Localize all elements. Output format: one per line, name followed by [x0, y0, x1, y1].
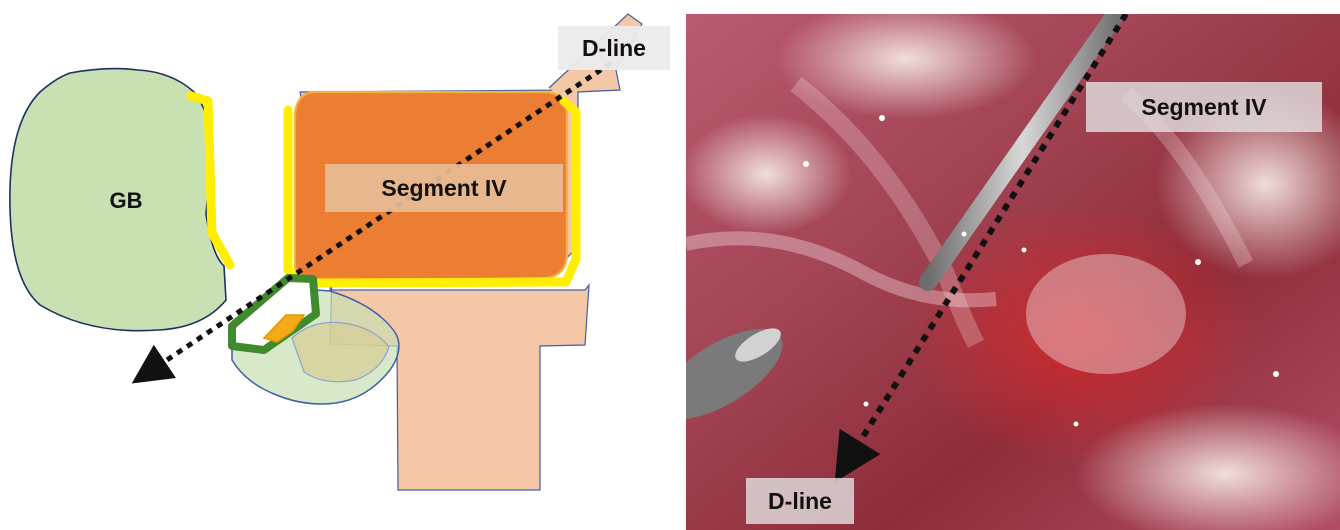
specular-5: [1195, 259, 1201, 265]
photo-d-line-label: D-line: [746, 478, 854, 524]
surgical-photo-panel: Segment IV D-line: [686, 14, 1340, 530]
photo-segment-iv-label: Segment IV: [1086, 82, 1322, 132]
specular-8: [1074, 422, 1079, 427]
d-line-label: D-line: [558, 26, 670, 70]
specular-3: [962, 232, 967, 237]
specular-6: [1273, 371, 1279, 377]
gb-label: GB: [96, 186, 156, 216]
tissue-highlight-center: [1026, 254, 1186, 374]
specular-7: [864, 402, 869, 407]
specular-1: [803, 161, 809, 167]
schematic-panel: GB Segment IV D-line: [0, 0, 680, 530]
segment-iv-label: Segment IV: [325, 164, 563, 212]
specular-2: [879, 115, 885, 121]
specular-4: [1022, 248, 1027, 253]
schematic-diagram: [0, 0, 680, 530]
tissue-highlight-left: [686, 114, 851, 234]
